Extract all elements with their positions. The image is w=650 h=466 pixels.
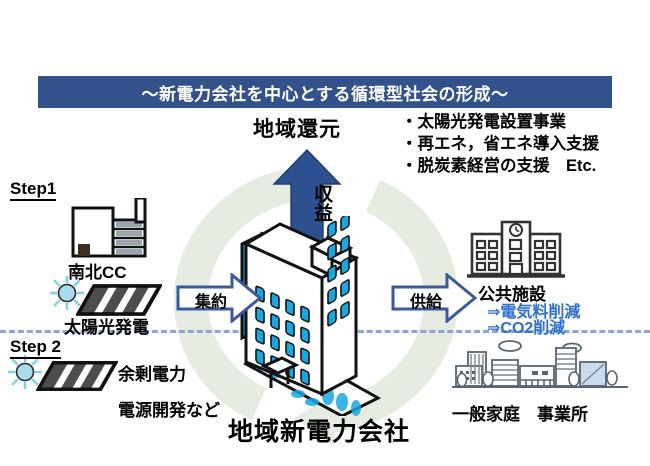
- city-label: 一般家庭 事業所: [452, 405, 588, 424]
- service-bullet-list: ・太陽光発電設置事業 ・再エネ，省エネ導入支援 ・脱炭素経営の支援 Etc.: [401, 112, 599, 178]
- title-text: 〜新電力会社を中心とする循環型社会の形成〜: [141, 84, 509, 104]
- bullet-item: ・脱炭素経営の支援 Etc.: [401, 156, 597, 175]
- solar-panel-icon: [76, 284, 162, 316]
- aggregate-arrow-icon: [176, 273, 262, 323]
- public-building-icon: [467, 220, 565, 278]
- supply-arrow-label: 供給: [409, 294, 442, 311]
- cityscape-icon: [452, 340, 628, 388]
- company-name-label: 地域新電力会社: [228, 418, 411, 446]
- factory-icon: [71, 198, 147, 258]
- benefit-item: ⇒CO2削減: [487, 320, 566, 337]
- bullet-item: ・再エネ，省エネ導入支援: [401, 134, 599, 153]
- solar-panel-icon: [36, 361, 118, 391]
- sun-icon: [8, 355, 42, 389]
- power-development-label: 電源開発など: [118, 401, 220, 420]
- bullet-item: ・太陽光発電設置事業: [401, 113, 566, 131]
- step2-label: Step 2: [10, 337, 62, 359]
- step1-label: Step1: [10, 179, 57, 201]
- community-return-heading: 地域還元: [253, 118, 341, 141]
- solar-generation-label: 太陽光発電: [64, 318, 149, 337]
- benefit-item: ⇒電気料削減: [487, 304, 581, 321]
- office-building-icon: [240, 216, 382, 416]
- aggregate-arrow-label: 集約: [194, 294, 227, 311]
- supply-arrow-icon: [391, 273, 477, 323]
- revenue-up-arrow-icon: [272, 148, 342, 246]
- public-facility-label: 公共施設: [478, 285, 546, 304]
- sun-icon: [50, 276, 84, 310]
- revenue-arrow-label: 収益: [311, 184, 332, 222]
- surplus-power-label: 余剰電力: [118, 365, 186, 384]
- title-banner: 〜新電力会社を中心とする循環型社会の形成〜: [38, 76, 612, 108]
- factory-name-label: 南北CC: [68, 263, 127, 282]
